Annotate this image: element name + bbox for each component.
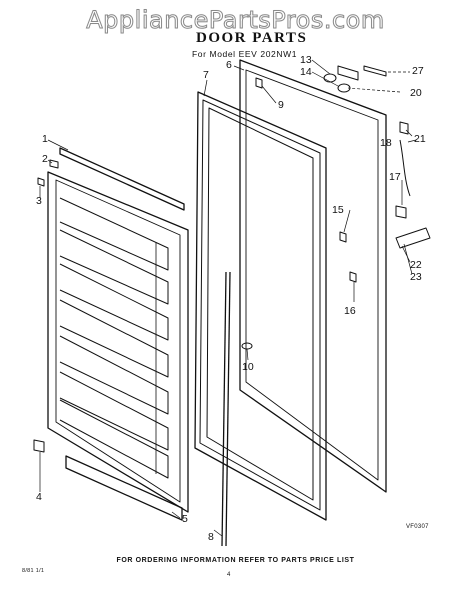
rod-21 — [399, 139, 411, 197]
callout-16: 16 — [344, 305, 356, 317]
callout-2: 2 — [42, 153, 48, 165]
plug-15 — [339, 231, 347, 243]
callout-17: 17 — [389, 171, 401, 183]
callout-21: 21 — [414, 133, 426, 145]
callout-18: 18 — [380, 137, 392, 149]
callout-9: 9 — [278, 99, 284, 111]
bottom-left-code: 8/81 1/1 — [22, 568, 45, 574]
callout-6: 6 — [226, 59, 232, 71]
door-panel — [239, 59, 387, 493]
callout-27: 27 — [412, 65, 424, 77]
watermark-text: AppliancePartsPros.com — [86, 6, 385, 35]
callout-5: 5 — [182, 513, 188, 525]
bottom-trim — [65, 455, 183, 521]
callout-3: 3 — [36, 195, 42, 207]
diagram-title: DOOR PARTS — [196, 30, 308, 46]
pin-27 — [363, 65, 387, 77]
drawing-code: VF0307 — [406, 524, 429, 530]
screw-9 — [255, 77, 263, 89]
callout-14: 14 — [300, 66, 312, 78]
clip-18 — [399, 121, 409, 135]
top-trim — [59, 147, 185, 211]
callout-13: 13 — [300, 54, 312, 66]
door-liner — [47, 171, 189, 513]
ordering-note: FOR ORDERING INFORMATION REFER TO PARTS … — [116, 557, 355, 564]
door-gasket — [194, 91, 327, 521]
callout-15: 15 — [332, 204, 344, 216]
bracket-17 — [395, 205, 407, 219]
block-4 — [33, 439, 45, 453]
cap-2 — [49, 159, 59, 169]
page-number: 4 — [227, 572, 231, 578]
callout-7: 7 — [203, 69, 209, 81]
model-subtitle: For Model EEV 202NW1 — [192, 49, 298, 59]
screw-3 — [37, 177, 45, 187]
callout-23: 23 — [410, 271, 422, 283]
callout-10: 10 — [242, 361, 254, 373]
callout-1: 1 — [42, 133, 48, 145]
callout-20: 20 — [410, 87, 422, 99]
callout-8: 8 — [208, 531, 214, 543]
hinge-22-23 — [395, 227, 431, 249]
callout-22: 22 — [410, 259, 422, 271]
button-10 — [241, 342, 253, 350]
leader-lines — [39, 59, 417, 537]
stop-16 — [349, 271, 357, 283]
breaker-strip — [221, 271, 231, 547]
callout-4: 4 — [36, 491, 42, 503]
